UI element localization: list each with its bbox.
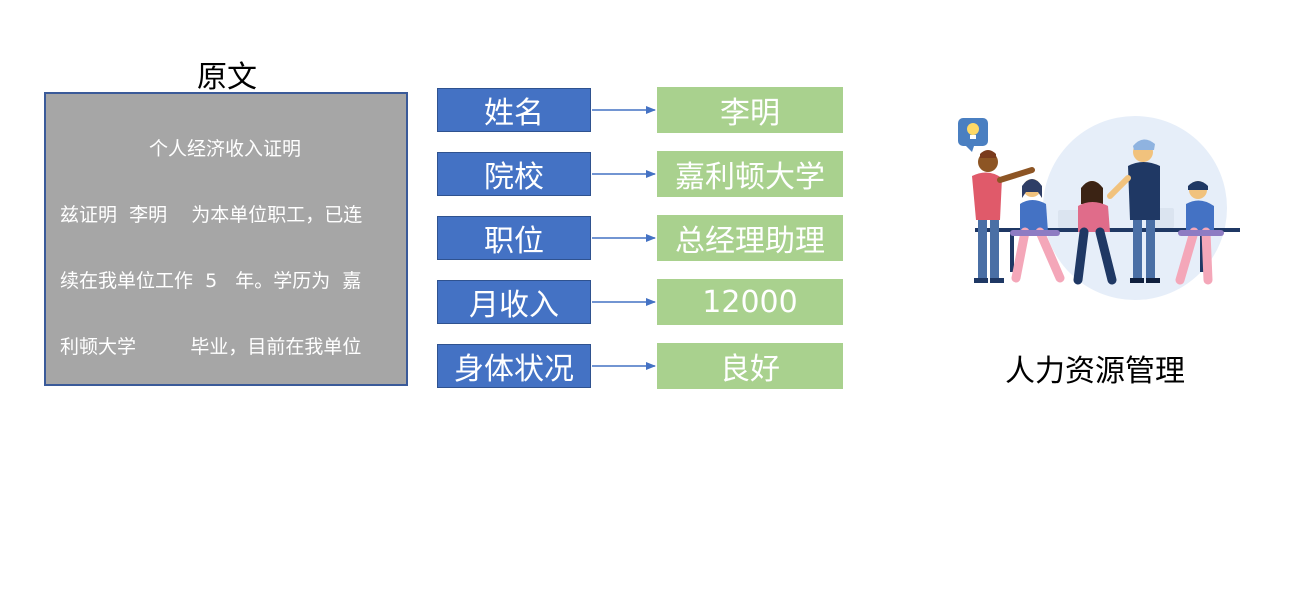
field-health-box: 身体状况 — [437, 344, 591, 388]
hr-management-caption: 人力资源管理 — [1005, 354, 1185, 389]
person-sitting-right — [1175, 181, 1224, 285]
value-name-box: 李明 — [657, 87, 843, 133]
field-name-box: 姓名 — [437, 88, 591, 132]
value-position-box: 总经理助理 — [657, 215, 843, 261]
document-line: 为 12000 元。该职工身体状况良好。 — [60, 534, 380, 556]
person-standing-center — [1107, 139, 1160, 283]
mapping-arrows — [592, 106, 656, 370]
lightbulb-icon — [958, 118, 988, 152]
document-line: 担任 总经理助理 职位。近一年 — [60, 402, 362, 424]
value-school-box: 嘉利顿大学 — [657, 151, 843, 197]
document-heading: 个人经济收入证明 — [148, 138, 301, 160]
value-health-box: 良好 — [657, 343, 843, 389]
field-school-box: 院校 — [437, 152, 591, 196]
field-income-box: 月收入 — [437, 280, 591, 324]
value-income-box: 12000 — [657, 279, 843, 325]
person-sitting-1 — [1010, 179, 1065, 283]
document-line: 续在我单位工作 5 年。学历为 嘉 — [60, 270, 362, 292]
person-sitting-2 — [1073, 181, 1117, 285]
team-meeting-illustration — [958, 116, 1240, 300]
document-line: 内该员工在我单位平均月收入（税后） — [60, 468, 384, 490]
field-position-box: 职位 — [437, 216, 591, 260]
person-standing-left — [972, 150, 1035, 283]
document-line: 兹证明 李明 为本单位职工，已连 — [60, 204, 363, 226]
document-line: 利顿大学 毕业，目前在我单位 — [60, 336, 362, 358]
source-text-title: 原文 — [197, 60, 257, 95]
